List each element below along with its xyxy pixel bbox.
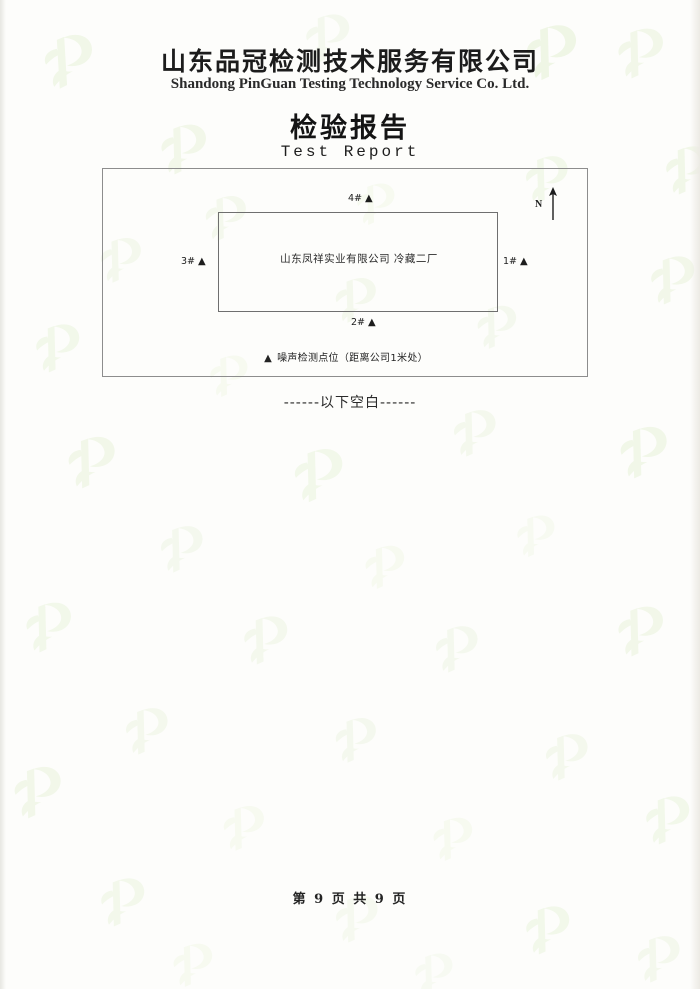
legend-text: 噪声检测点位（距离公司1米处） — [277, 353, 428, 364]
company-name-en: Shandong PinGuan Testing Technology Serv… — [170, 76, 530, 92]
point-label-4: 4# — [348, 193, 363, 204]
north-arrow-icon — [549, 187, 557, 220]
point-label-3: 3# — [181, 256, 196, 267]
report-title-en: Test Report — [280, 143, 420, 161]
blank-below-note: ------以下空白------ — [283, 395, 417, 411]
triangle-marker-icon: ▲ — [520, 256, 528, 267]
point-label-1: 1# — [503, 256, 518, 267]
triangle-marker-icon: ▲ — [198, 256, 206, 267]
measurement-point-4: 4#▲ — [348, 193, 373, 204]
report-title-cn: 检验报告 — [290, 113, 410, 144]
company-name-cn: 山东品冠检测技术服务有限公司 — [160, 47, 539, 76]
measurement-point-3: 3#▲ — [181, 256, 206, 267]
building-label: 山东凤祥实业有限公司 冷藏二厂 — [280, 253, 438, 265]
measurement-point-2: 2#▲ — [351, 317, 376, 328]
legend-triangle-icon: ▲ — [264, 353, 273, 364]
page-number-footer: 第 9 页 共 9 页 — [292, 892, 408, 907]
diagram-legend: ▲ 噪声检测点位（距离公司1米处） — [103, 349, 589, 364]
triangle-marker-icon: ▲ — [368, 317, 376, 328]
building-outline: 山东凤祥实业有限公司 冷藏二厂 — [218, 212, 498, 312]
compass-label: N — [535, 199, 543, 210]
point-label-2: 2# — [351, 317, 366, 328]
compass-north-icon: N — [535, 187, 569, 221]
triangle-marker-icon: ▲ — [365, 193, 373, 204]
monitoring-point-diagram: N 4#▲ 3#▲ 1#▲ 2#▲ 山东凤祥实业有限公司 冷藏二厂 — [102, 168, 588, 377]
measurement-point-1: 1#▲ — [503, 256, 528, 267]
